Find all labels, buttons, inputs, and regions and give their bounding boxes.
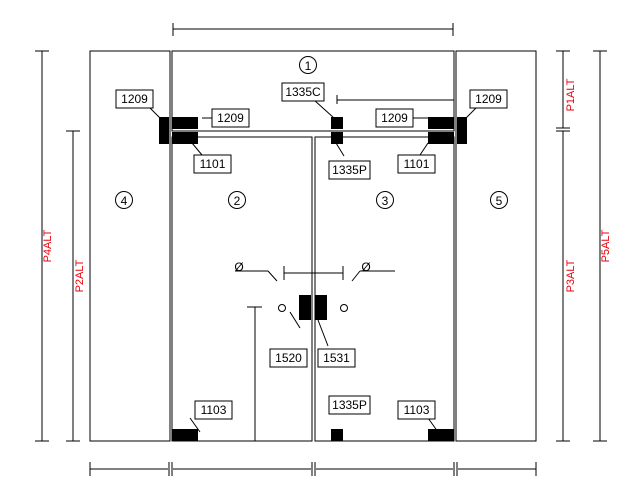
svg-text:1335P: 1335P	[332, 163, 367, 177]
svg-text:1335C: 1335C	[285, 85, 321, 99]
panel-5-outline	[455, 50, 537, 442]
svg-text:1209: 1209	[121, 92, 148, 106]
lock-right-block	[315, 295, 327, 320]
part-label-bottom-center: 1335P	[328, 395, 371, 415]
svg-text:P5ALT: P5ALT	[600, 229, 612, 262]
lock-left-block	[299, 295, 311, 320]
bottom-dimension-line	[89, 462, 537, 476]
dimension-right-upper: P1ALT	[556, 50, 577, 129]
hinge-left-top	[172, 117, 198, 129]
diameter-symbol-right: Ø	[361, 260, 370, 274]
hinge-right-bottom	[428, 132, 454, 144]
dimension-right-lower: P3ALT	[556, 130, 577, 442]
panel-1-outline	[171, 50, 455, 132]
svg-text:3: 3	[382, 194, 389, 208]
diameter-symbol-left: Ø	[234, 260, 243, 274]
hinge-right-top	[428, 117, 454, 129]
part-label-top-right-below: 1101	[397, 154, 436, 174]
panel-2-outline	[171, 136, 313, 442]
svg-text:1101: 1101	[404, 157, 430, 171]
hinge-left-bottom	[172, 132, 198, 144]
dimension-left-outer: P4ALT	[35, 50, 54, 442]
part-label-top-left-inner: 1209	[211, 108, 250, 128]
svg-text:1: 1	[305, 59, 312, 73]
svg-text:1103: 1103	[201, 403, 227, 417]
panel-number-2: 2	[228, 191, 246, 209]
handle-hole-left-icon	[278, 304, 286, 312]
svg-text:1531: 1531	[323, 351, 350, 365]
bottom-left-block	[172, 429, 198, 441]
bottom-right-block	[428, 429, 454, 441]
dimension-left-inner: P2ALT	[66, 130, 86, 442]
svg-text:1335P: 1335P	[332, 398, 367, 412]
svg-text:P1ALT: P1ALT	[565, 78, 577, 111]
part-label-mid-center: 1335P	[328, 160, 371, 180]
hardware-blocks	[159, 117, 467, 441]
part-label-lock-left: 1520	[269, 348, 308, 368]
part-label-top-right-outer: 1209	[469, 89, 508, 109]
svg-text:1520: 1520	[275, 351, 302, 365]
part-label-top-left-outer: 1209	[115, 89, 154, 109]
panel-number-5: 5	[490, 191, 508, 209]
dimension-right-outer: P5ALT	[593, 50, 612, 442]
part-label-top-left-below: 1101	[193, 154, 232, 174]
part-label-top-right-inner: 1209	[375, 108, 414, 128]
circle-icon	[115, 191, 133, 209]
panel-number-3: 3	[376, 191, 394, 209]
circle-icon	[228, 191, 246, 209]
circle-icon	[299, 56, 317, 74]
part-label-top-center: 1335C	[281, 82, 325, 102]
svg-text:4: 4	[121, 194, 128, 208]
svg-text:P3ALT: P3ALT	[565, 259, 577, 292]
handle-hole-right-icon	[340, 304, 348, 312]
pivot-top-center	[331, 117, 343, 129]
circle-icon	[490, 191, 508, 209]
top-dimension-line	[172, 23, 454, 36]
panel-number-4: 4	[115, 191, 133, 209]
panel-3-outline	[314, 136, 455, 442]
bottom-center-block	[331, 429, 343, 441]
svg-text:1209: 1209	[475, 92, 502, 106]
hinge-right-outer	[457, 117, 467, 144]
part-label-bottom-left: 1103	[194, 400, 233, 420]
circle-icon	[376, 191, 394, 209]
leader-lines	[149, 95, 477, 441]
svg-text:P4ALT: P4ALT	[42, 229, 54, 262]
svg-text:1209: 1209	[217, 111, 244, 125]
svg-text:1101: 1101	[200, 157, 226, 171]
svg-text:1209: 1209	[381, 111, 408, 125]
pivot-top-center-lower	[331, 132, 343, 144]
part-label-lock-right: 1531	[317, 348, 356, 368]
panel-number-1: 1	[299, 56, 317, 74]
svg-text:5: 5	[496, 194, 503, 208]
part-label-bottom-right: 1103	[397, 400, 436, 420]
panel-4-outline	[89, 50, 171, 442]
svg-text:1103: 1103	[404, 403, 430, 417]
hinge-left-outer	[159, 117, 169, 144]
svg-text:P2ALT: P2ALT	[74, 259, 86, 292]
svg-text:2: 2	[234, 194, 241, 208]
